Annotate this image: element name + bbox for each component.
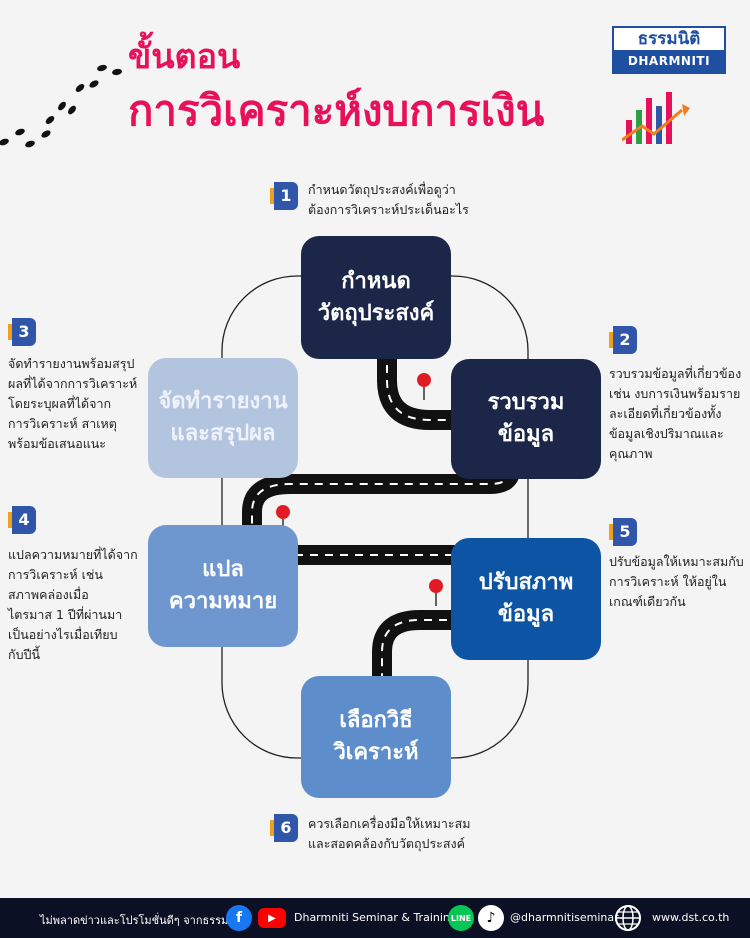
step-3-box-line-1: จัดทำรายงาน: [158, 389, 288, 415]
step-1-number: 1: [274, 182, 298, 210]
step-4-number: 4: [12, 506, 36, 534]
step-3-desc-line: จัดทำรายงานพร้อมสรุป: [8, 356, 135, 371]
step-3-box: จัดทำรายงาน และสรุปผล: [148, 358, 298, 478]
step-3-badge: 3: [8, 318, 36, 346]
step-5-badge: 5: [609, 518, 637, 546]
step-5-description: ปรับข้อมูลให้เหมาะสมกับ การวิเคราะห์ ให้…: [609, 552, 749, 612]
brand-logo: ธรรมนิติ DHARMNITI: [612, 26, 726, 74]
youtube-icon[interactable]: ▶: [258, 908, 286, 928]
globe-icon[interactable]: [614, 904, 642, 932]
footprints-icon: [0, 64, 122, 148]
step-6-box-line-2: วิเคราะห์: [333, 740, 419, 765]
step-3-desc-line: พร้อมข้อเสนอแนะ: [8, 436, 107, 451]
step-4-box: แปล ความหมาย: [148, 525, 298, 647]
brand-thai: ธรรมนิติ: [637, 29, 701, 49]
step-6-badge: 6: [270, 814, 298, 842]
step-4-desc-line: แปลความหมายที่ได้จาก: [8, 547, 138, 562]
step-1-desc-line: ต้องการวิเคราะห์ประเด็นอะไร: [308, 202, 469, 217]
step-4-desc-line: สภาพคล่องเมื่อ: [8, 587, 89, 602]
footer-facebook-youtube: Dharmniti Seminar & Training: [294, 911, 457, 924]
step-5-number: 5: [613, 518, 637, 546]
step-2-desc-line: ละเอียดที่เกี่ยวข้องทั้ง: [609, 406, 722, 421]
step-1-description: กำหนดวัตถุประสงค์เพื่อดูว่า ต้องการวิเคร…: [308, 180, 508, 220]
step-3-desc-line: ผลที่ได้จากการวิเคราะห์: [8, 376, 138, 391]
line-icon[interactable]: LINE: [448, 905, 474, 931]
map-pin-icon: [417, 373, 431, 400]
step-5-desc-line: การวิเคราะห์ ให้อยู่ใน: [609, 574, 727, 589]
footer-tagline: ไม่พลาดข่าวและโปรโมชั่นดีๆ จากธรรมนิติ: [40, 914, 243, 927]
step-5-desc-line: เกณฑ์เดียวกัน: [609, 594, 686, 609]
step-4-box-line-2: ความหมาย: [168, 589, 278, 614]
step-5-desc-line: ปรับข้อมูลให้เหมาะสมกับ: [609, 554, 744, 569]
step-1-desc-line: กำหนดวัตถุประสงค์เพื่อดูว่า: [308, 182, 456, 197]
step-6-desc-line: และสอดคล้องกับวัตถุประสงค์: [308, 836, 465, 851]
step-4-description: แปลความหมายที่ได้จาก การวิเคราะห์ เช่น ส…: [8, 545, 148, 665]
bar-chart-arrow-icon: [622, 92, 690, 144]
step-1-box: กำหนด วัตถุประสงค์: [301, 236, 451, 359]
step-6-box-line-1: เลือกวิธี: [339, 708, 413, 734]
step-1-badge: 1: [270, 182, 298, 210]
step-4-desc-line: กับปีนี้: [8, 647, 40, 662]
step-2-box-line-2: ข้อมูล: [497, 422, 555, 447]
step-2-box: รวบรวม ข้อมูล: [451, 359, 601, 479]
step-4-badge: 4: [8, 506, 36, 534]
step-2-badge: 2: [609, 326, 637, 354]
step-2-desc-line: ข้อมูลเชิงปริมาณและ: [609, 426, 724, 441]
step-6-desc-line: ควรเลือกเครื่องมือให้เหมาะสม: [308, 816, 471, 831]
step-5-box-line-1: ปรับสภาพ: [478, 570, 574, 596]
step-4-box-line-1: แปล: [202, 557, 244, 583]
step-5-box: ปรับสภาพ ข้อมูล: [451, 538, 601, 660]
step-6-box: เลือกวิธี วิเคราะห์: [301, 676, 451, 798]
step-6-description: ควรเลือกเครื่องมือให้เหมาะสม และสอดคล้อง…: [308, 814, 528, 854]
step-1-box-line-1: กำหนด: [341, 268, 411, 294]
step-4-desc-line: เป็นอย่างไรเมื่อเทียบ: [8, 627, 118, 642]
map-pin-icon: [429, 579, 443, 606]
step-2-box-line-1: รวบรวม: [487, 390, 565, 416]
step-2-desc-line: คุณภาพ: [609, 446, 653, 461]
footer-website[interactable]: www.dst.co.th: [652, 911, 730, 924]
step-2-description: รวบรวมข้อมูลที่เกี่ยวข้อง เช่น งบการเงิน…: [609, 364, 749, 464]
footer-line-tiktok: @dharmnitiseminar: [510, 911, 619, 924]
step-3-desc-line: การวิเคราะห์ สาเหตุ: [8, 416, 117, 431]
title-line-1: ขั้นตอน: [128, 37, 241, 77]
step-6-number: 6: [274, 814, 298, 842]
step-3-number: 3: [12, 318, 36, 346]
brand-english: DHARMNITI: [614, 50, 724, 72]
step-3-box-line-2: และสรุปผล: [170, 421, 276, 446]
footer-bar: ไม่พลาดข่าวและโปรโมชั่นดีๆ จากธรรมนิติ f…: [0, 898, 750, 938]
tiktok-icon[interactable]: ♪: [478, 905, 504, 931]
step-5-box-line-2: ข้อมูล: [497, 602, 555, 627]
step-2-desc-line: เช่น งบการเงินพร้อมราย: [609, 386, 741, 401]
step-4-desc-line: การวิเคราะห์ เช่น: [8, 567, 103, 582]
step-4-desc-line: ไตรมาส 1 ปีที่ผ่านมา: [8, 607, 123, 622]
step-3-desc-line: โดยระบุผลที่ได้จาก: [8, 396, 112, 411]
step-1-box-line-2: วัตถุประสงค์: [317, 300, 435, 326]
title-line-2: การวิเคราะห์งบการเงิน: [128, 86, 545, 135]
step-3-description: จัดทำรายงานพร้อมสรุป ผลที่ได้จากการวิเคร…: [8, 354, 148, 454]
facebook-icon[interactable]: f: [226, 905, 252, 931]
step-2-number: 2: [613, 326, 637, 354]
step-2-desc-line: รวบรวมข้อมูลที่เกี่ยวข้อง: [609, 366, 742, 381]
